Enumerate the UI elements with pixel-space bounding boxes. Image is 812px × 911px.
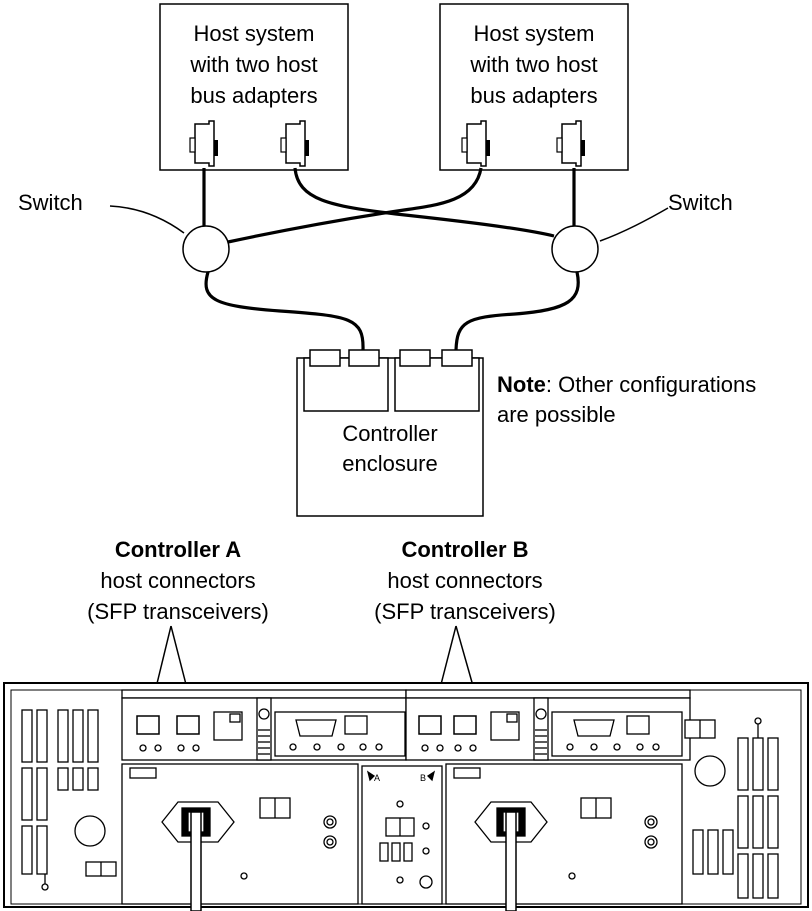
- enclosure-label-line-1: Controller: [342, 421, 437, 446]
- controller-a-module: [121, 689, 407, 761]
- power-cord-a: [190, 811, 202, 911]
- host-system-2-box: [439, 3, 629, 171]
- enclosure-port: [309, 349, 341, 367]
- host-system-2: Host system with two host bus adapters: [439, 3, 629, 171]
- note-bold-label: Note: [497, 372, 546, 397]
- switch-2-icon: [551, 225, 599, 273]
- power-supply-b: [445, 763, 683, 905]
- enclosure-rear-panel: A B: [3, 682, 809, 908]
- enclosure-port: [441, 349, 473, 367]
- controller-a-title: Controller A: [115, 537, 241, 562]
- note-line-1: Note: Other configurations: [497, 372, 756, 397]
- controller-b-callout: Controller B host connectors (SFP transc…: [374, 537, 556, 708]
- host-bus-adapter-icon: [556, 120, 585, 167]
- controller-b-module: [405, 689, 691, 761]
- host-bus-adapter-icon: [461, 120, 490, 167]
- cable-switch1-enclosure: [204, 271, 365, 351]
- controller-b-line-2: host connectors: [387, 568, 542, 593]
- enclosure-label-line-2: enclosure: [342, 451, 437, 476]
- switch-1-leader-line: [109, 205, 185, 234]
- serial-port-icon: [573, 719, 615, 737]
- power-cord-b: [505, 811, 517, 911]
- cable-host2a-switch1: [227, 167, 483, 244]
- note: Note: Other configurations are possible: [497, 372, 756, 427]
- switch-2-leader-line: [599, 207, 669, 242]
- host-1-line-2: with two host: [189, 52, 317, 77]
- controller-a-line-3: (SFP transceivers): [87, 599, 269, 624]
- enclosure-port: [399, 349, 431, 367]
- enclosure-controller-b-slot: [394, 357, 480, 412]
- note-line-2: are possible: [497, 402, 616, 427]
- bay-label-a: A: [374, 773, 380, 783]
- controller-a-sfp-port-2: [176, 715, 200, 735]
- controller-b-sfp-port-2: [453, 715, 477, 735]
- host-2-line-1: Host system: [473, 21, 594, 46]
- switch-1-icon: [182, 225, 230, 273]
- host-1-line-3: bus adapters: [190, 83, 317, 108]
- switch-2-label: Switch: [668, 190, 733, 215]
- host-2-line-2: with two host: [469, 52, 597, 77]
- fibre-cables: [202, 167, 580, 351]
- controller-b-sfp-port-1: [418, 715, 442, 735]
- controller-enclosure: Controller enclosure: [296, 349, 484, 517]
- controller-a-latch: [258, 708, 270, 755]
- controller-b-line-3: (SFP transceivers): [374, 599, 556, 624]
- left-fan-icon: [74, 815, 106, 847]
- power-supply-a: [121, 763, 359, 905]
- enclosure-port: [348, 349, 380, 367]
- host-bus-adapter-icon: [280, 120, 309, 167]
- host-system-1: Host system with two host bus adapters: [159, 3, 349, 171]
- serial-port-icon: [295, 719, 337, 737]
- controller-b-title: Controller B: [401, 537, 528, 562]
- controller-b-latch: [535, 708, 547, 755]
- cable-switch2-enclosure: [454, 271, 580, 351]
- bay-label-b: B: [420, 773, 426, 783]
- power-cords: [190, 811, 517, 911]
- enclosure-controller-a-slot: [303, 357, 389, 412]
- host-1-line-1: Host system: [193, 21, 314, 46]
- controller-a-callout: Controller A host connectors (SFP transc…: [87, 537, 269, 708]
- center-module: A B: [361, 765, 443, 905]
- switch-2: Switch: [551, 190, 733, 273]
- right-fan-icon: [694, 755, 726, 787]
- controller-a-line-2: host connectors: [100, 568, 255, 593]
- host-2-line-3: bus adapters: [470, 83, 597, 108]
- right-vent-area: [684, 717, 779, 899]
- switch-1: Switch: [18, 190, 230, 273]
- cable-host1b-switch2: [293, 167, 555, 238]
- note-text: : Other configurations: [546, 372, 756, 397]
- controller-a-sfp-port-1: [136, 715, 160, 735]
- host-bus-adapter-icon: [189, 120, 218, 167]
- left-vent-area: [21, 709, 117, 891]
- switch-1-label: Switch: [18, 190, 83, 215]
